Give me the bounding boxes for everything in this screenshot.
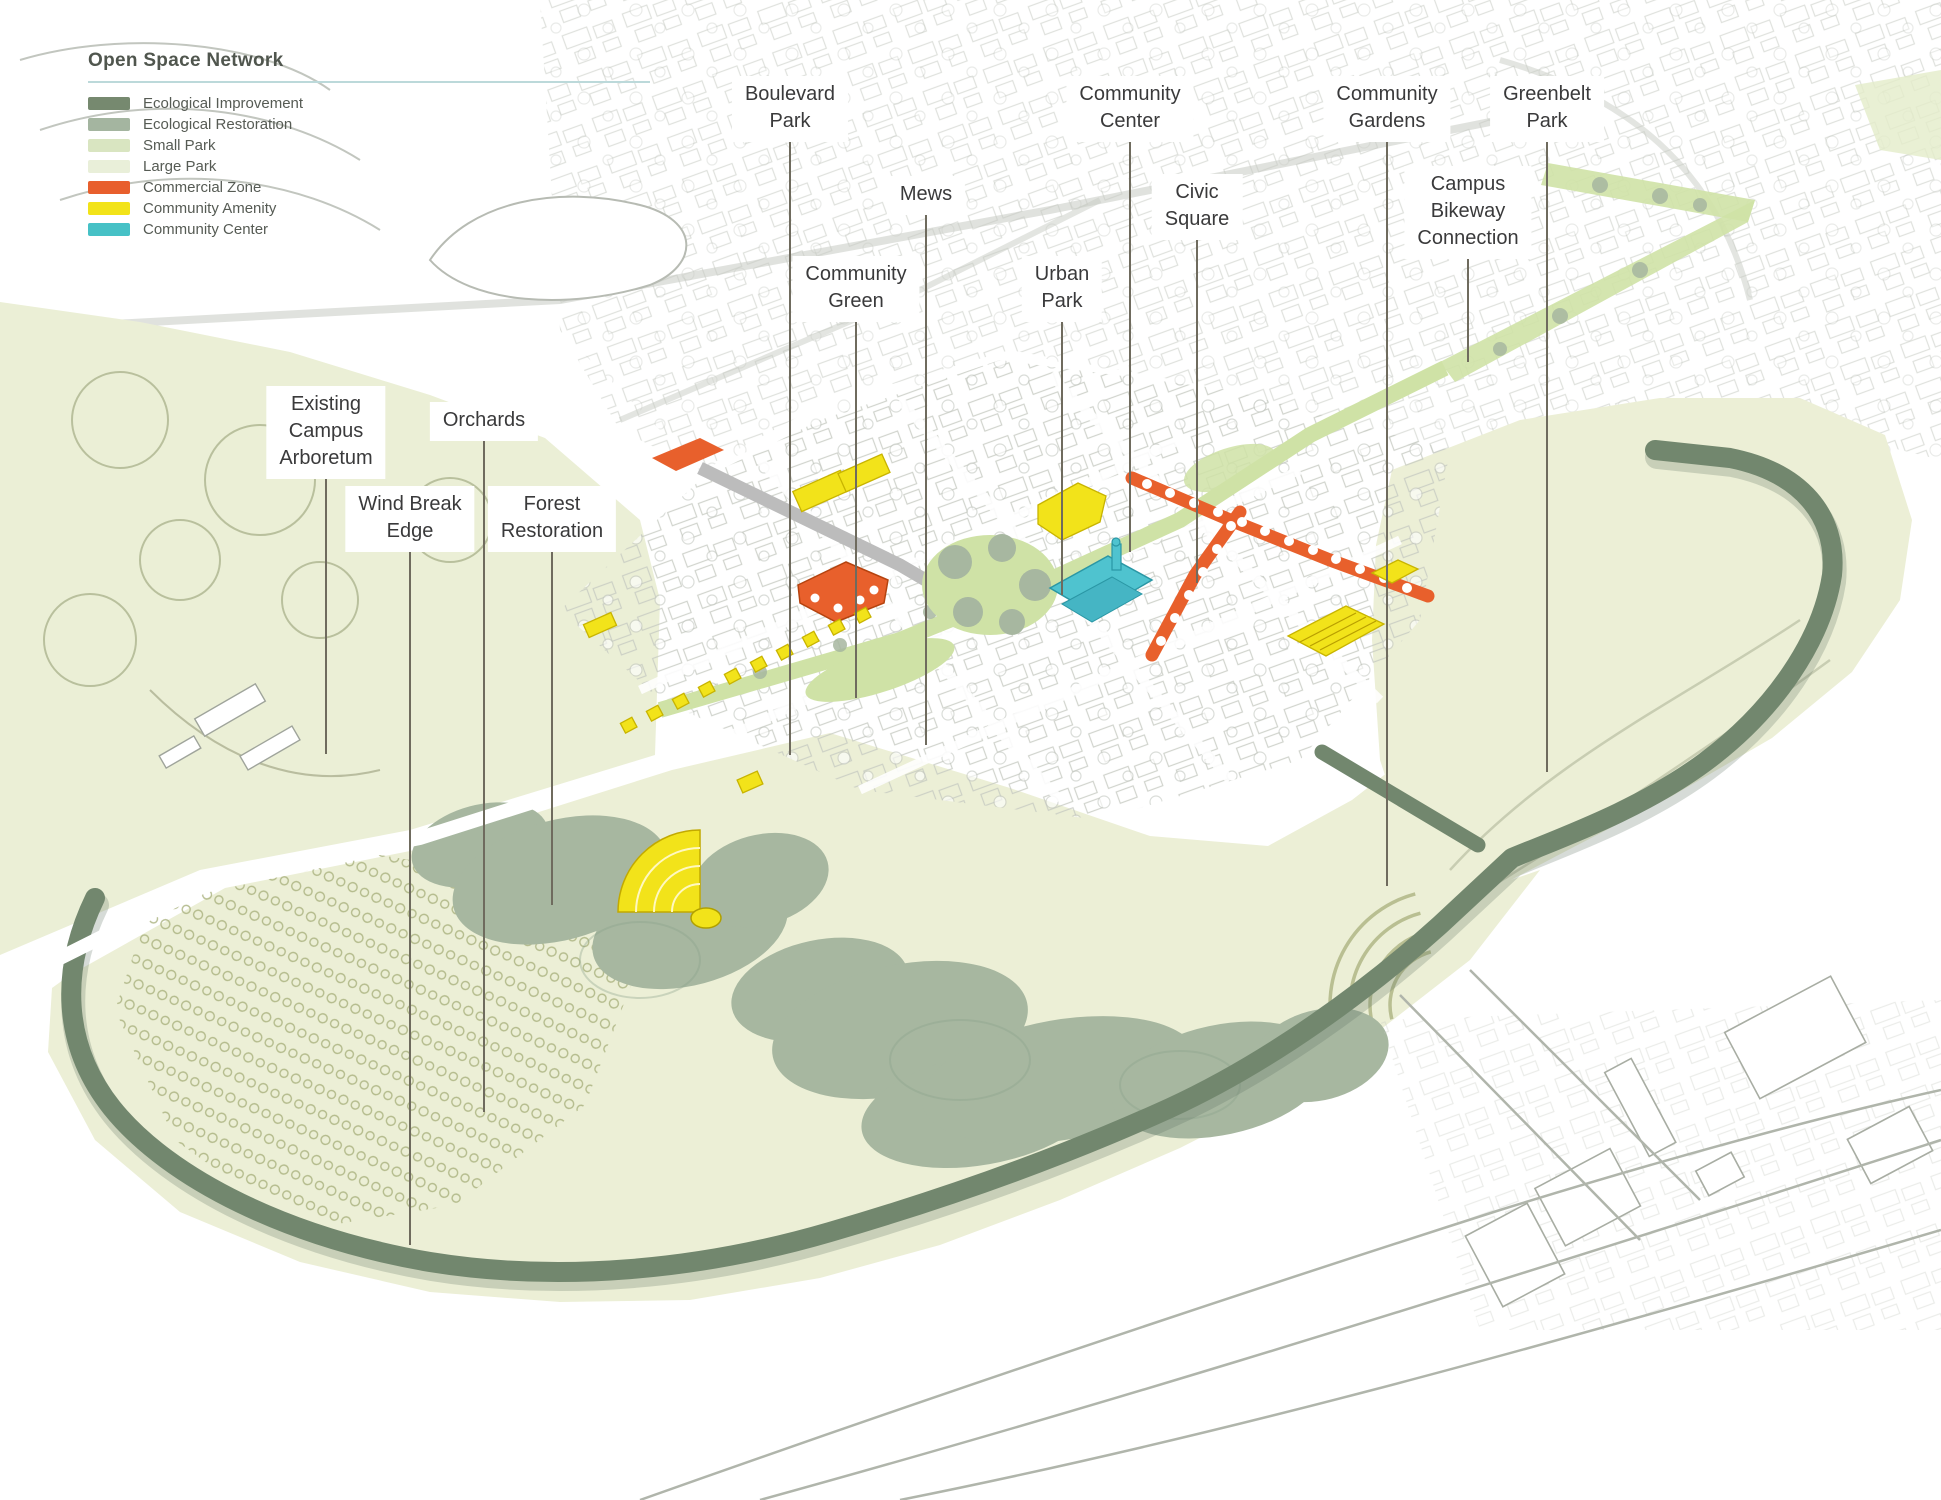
legend-item-0: Ecological Improvement — [88, 93, 668, 114]
community-green-area — [805, 638, 955, 702]
legend-item-label: Ecological Restoration — [143, 116, 293, 133]
legend-item-6: Community Center — [88, 219, 668, 240]
legend-item-label: Commercial Zone — [143, 179, 262, 196]
yellow-house-row — [619, 606, 872, 734]
community-amenities — [582, 453, 1420, 794]
forest-restoration-area — [411, 802, 1389, 1169]
legend-item-1: Ecological Restoration — [88, 114, 668, 135]
legend-swatch-icon — [88, 160, 130, 173]
legend-swatch-icon — [88, 181, 130, 194]
legend-title: Open Space Network — [88, 50, 284, 71]
legend-item-2: Small Park — [88, 135, 668, 156]
existing-campus-arboretum-park — [0, 302, 660, 955]
legend-swatch-icon — [88, 202, 130, 215]
site-access-road — [36, 753, 668, 975]
legend-item-label: Large Park — [143, 158, 217, 175]
pond — [428, 195, 688, 301]
legend-item-label: Community Center — [143, 221, 269, 238]
legend-swatch-icon — [88, 139, 130, 152]
community-center-building — [1048, 537, 1154, 623]
legend-swatch-icon — [88, 223, 130, 236]
sketch-industrial — [639, 969, 1941, 1500]
legend-swatch-icon — [88, 118, 130, 131]
green-axes — [657, 163, 1755, 718]
legend-item-label: Small Park — [143, 137, 216, 154]
greenbelt-park-bowl — [1372, 398, 1912, 905]
urban-park-area — [922, 534, 1058, 635]
windbreak-edge-band — [61, 440, 1847, 1291]
legend-divider — [88, 81, 650, 83]
amphitheater — [617, 829, 722, 929]
legend-item-label: Community Amenity — [143, 200, 277, 217]
highway-lines — [639, 969, 1941, 1500]
community-gardens-building — [1286, 605, 1386, 657]
legend-item-5: Community Amenity — [88, 198, 668, 219]
legend-item-3: Large Park — [88, 156, 668, 177]
orchards-area — [115, 855, 635, 1230]
legend-item-4: Commercial Zone — [88, 177, 668, 198]
legend-item-label: Ecological Improvement — [143, 95, 304, 112]
legend-swatch-icon — [88, 97, 130, 110]
legend: Open Space Network Ecological Improvemen… — [88, 50, 668, 240]
